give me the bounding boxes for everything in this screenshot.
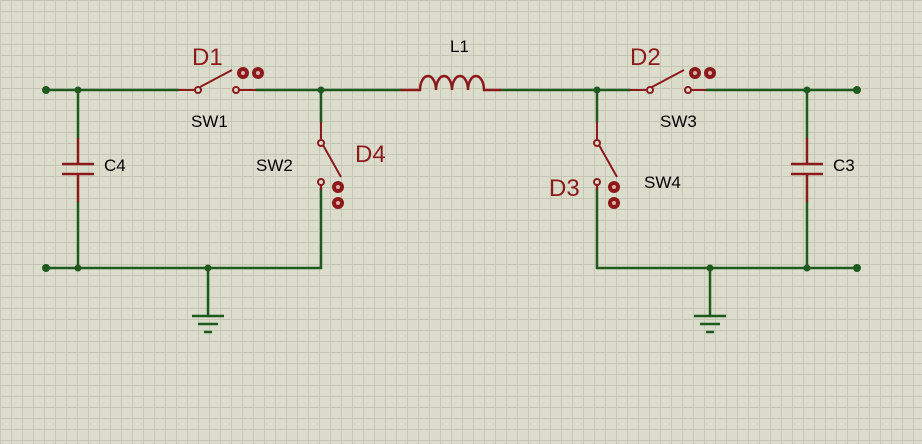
indicator-label: D4 [355,141,386,168]
capacitor-label: C4 [104,156,126,175]
switch-sw2[interactable] [317,122,344,209]
terminal-dot[interactable] [853,86,861,94]
switch-label: SW3 [660,112,697,131]
switch-contact-icon[interactable] [332,181,344,209]
indicator-label: D1 [192,44,223,71]
switch-label: SW2 [256,156,293,175]
junctions [42,86,861,272]
junction-dot [204,264,212,272]
switch-label: SW1 [191,112,228,131]
junction-dot [74,86,82,94]
switch-contact-icon[interactable] [237,67,264,79]
terminal-dot[interactable] [42,86,50,94]
inductor-label: L1 [450,37,469,56]
terminal-dot[interactable] [42,264,50,272]
switch-contact-icon[interactable] [689,67,716,79]
ground-icon[interactable] [694,314,726,334]
switch-label: SW4 [644,173,681,192]
switch-sw4[interactable] [593,122,620,209]
capacitor-c4[interactable] [62,138,94,202]
wires [44,88,859,318]
terminal-dot[interactable] [853,264,861,272]
indicator-label: D3 [549,175,580,202]
junction-dot [593,86,601,94]
junction-dot [706,264,714,272]
ground-icon[interactable] [192,314,224,334]
indicator-label: D2 [630,44,661,71]
junction-dot [803,264,811,272]
switch-contact-icon[interactable] [608,181,620,209]
switch-sw1[interactable] [178,67,264,94]
capacitor-c3[interactable] [791,138,823,202]
capacitor-label: C3 [833,156,855,175]
junction-dot [74,264,82,272]
junction-dot [317,86,325,94]
switch-sw3[interactable] [630,67,716,94]
inductor-l1[interactable] [400,74,502,92]
junction-dot [803,86,811,94]
